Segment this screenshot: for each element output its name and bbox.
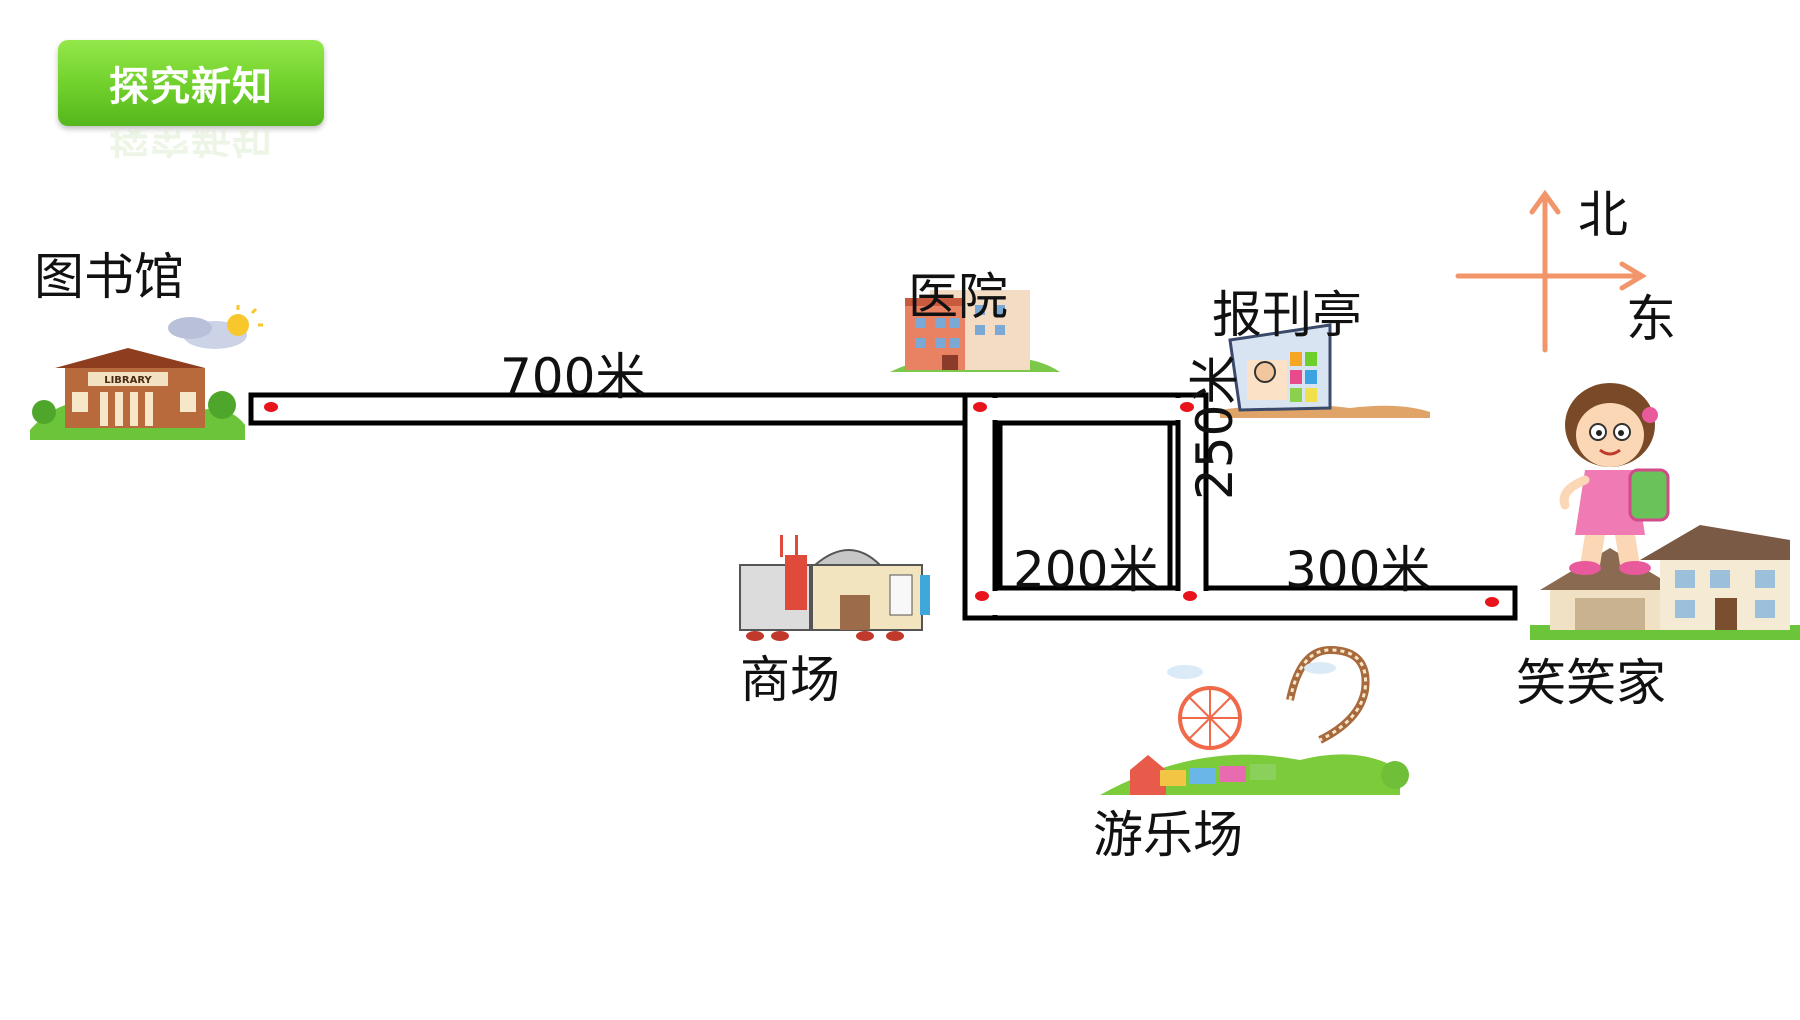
compass-east-label: 东 <box>1626 290 1676 348</box>
home-illustration <box>1530 383 1800 640</box>
newsstand-illustration <box>1220 323 1430 418</box>
marker-hospital <box>973 402 987 412</box>
marker-park <box>1183 591 1197 601</box>
section-title-badge: 探究新知 <box>58 40 324 126</box>
label-hospital: 医院 <box>908 268 1008 326</box>
label-library: 图书馆 <box>34 248 184 306</box>
distance-label-300: 300米 <box>1285 541 1431 599</box>
library-illustration: LIBRARY <box>30 305 263 440</box>
label-mall: 商场 <box>740 651 840 709</box>
marker-home <box>1485 597 1499 607</box>
mall-illustration <box>739 535 930 641</box>
svg-text:LIBRARY: LIBRARY <box>104 375 152 386</box>
label-home: 笑笑家 <box>1516 654 1666 712</box>
inner-block <box>997 420 1173 591</box>
label-newsstand: 报刊亭 <box>1212 286 1362 344</box>
amusement-park-illustration <box>1100 645 1409 795</box>
distance-label-250: 250米 <box>1186 354 1244 500</box>
marker-newsstand <box>1180 402 1194 412</box>
distance-label-200: 200米 <box>1013 541 1159 599</box>
marker-library <box>264 402 278 412</box>
label-amusement-park: 游乐场 <box>1093 806 1243 864</box>
compass-arrows <box>1455 189 1647 353</box>
distance-label-700: 700米 <box>500 348 646 406</box>
hospital-illustration <box>890 290 1060 372</box>
marker-mall <box>975 591 989 601</box>
markers <box>264 402 1499 607</box>
compass-north-label: 北 <box>1578 186 1628 244</box>
